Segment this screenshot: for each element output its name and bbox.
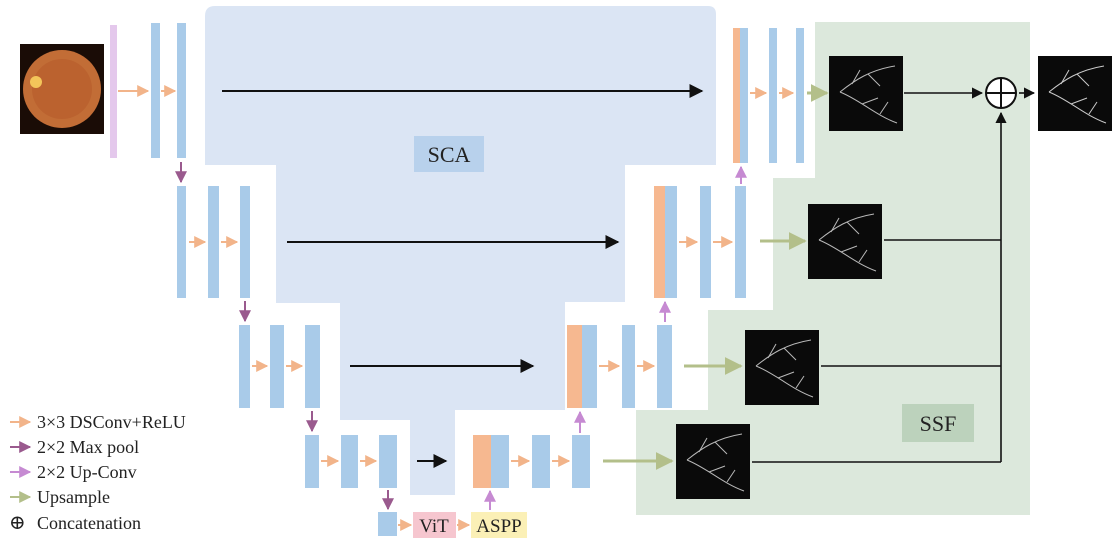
seg-output-level3 bbox=[745, 330, 819, 405]
dec1-skip-map bbox=[733, 28, 740, 163]
seg-output-level2 bbox=[808, 204, 882, 279]
enc3-map-1 bbox=[239, 325, 250, 408]
dec4-up-map bbox=[491, 435, 509, 488]
dec4-map-2 bbox=[532, 435, 550, 488]
dec1-map-3 bbox=[796, 28, 804, 163]
dec2-up-map bbox=[665, 186, 677, 298]
aspp-box bbox=[471, 512, 527, 538]
final-segmentation-output bbox=[1038, 56, 1112, 131]
legend-maxpool-label: 2×2 Max pool bbox=[37, 437, 139, 457]
dec2-skip-map bbox=[654, 186, 665, 298]
enc2-map-2 bbox=[208, 186, 219, 298]
ssf-label-box bbox=[902, 404, 974, 442]
input-feature-bar bbox=[110, 25, 117, 158]
input-fundus-image bbox=[20, 44, 104, 134]
dec3-up-map bbox=[582, 325, 597, 408]
enc4-map-3 bbox=[379, 435, 397, 488]
dec2-map-2 bbox=[700, 186, 711, 298]
enc4-map-2 bbox=[341, 435, 358, 488]
sca-label-box bbox=[414, 136, 484, 172]
legend-concat-label: Concatenation bbox=[37, 513, 141, 533]
concatenation-icon bbox=[985, 77, 1017, 109]
legend-upsample-label: Upsample bbox=[37, 487, 110, 507]
dec1-up-map bbox=[740, 28, 748, 163]
bottleneck-map bbox=[378, 512, 397, 536]
dec4-skip-map bbox=[473, 435, 491, 488]
dec2-map-3 bbox=[735, 186, 746, 298]
dec3-map-2 bbox=[622, 325, 635, 408]
legend-upconv-label: 2×2 Up-Conv bbox=[37, 462, 137, 482]
enc3-map-3 bbox=[305, 325, 320, 408]
dec1-map-2 bbox=[769, 28, 777, 163]
dec3-map-3 bbox=[657, 325, 672, 408]
seg-output-level4 bbox=[676, 424, 750, 499]
enc2-map-3 bbox=[240, 186, 250, 298]
enc1-map-2 bbox=[177, 23, 186, 158]
vit-label: ViT bbox=[419, 516, 449, 537]
legend: 3×3 DSConv+ReLU 2×2 Max pool 2×2 Up-Conv… bbox=[9, 412, 186, 534]
vit-box bbox=[413, 512, 456, 538]
legend-dsconv-label: 3×3 DSConv+ReLU bbox=[37, 412, 186, 432]
enc2-map-1 bbox=[177, 186, 186, 298]
enc3-map-2 bbox=[270, 325, 284, 408]
sca-region bbox=[205, 6, 716, 495]
seg-output-level1 bbox=[829, 56, 903, 131]
enc4-map-1 bbox=[305, 435, 319, 488]
legend-concat-icon: ⊕ bbox=[9, 512, 26, 534]
dec4-map-3 bbox=[572, 435, 590, 488]
sca-label: SCA bbox=[428, 142, 471, 167]
aspp-label: ASPP bbox=[476, 516, 521, 537]
enc1-map-1 bbox=[151, 23, 160, 158]
ssf-label: SSF bbox=[920, 411, 957, 436]
dec3-skip-map bbox=[567, 325, 582, 408]
